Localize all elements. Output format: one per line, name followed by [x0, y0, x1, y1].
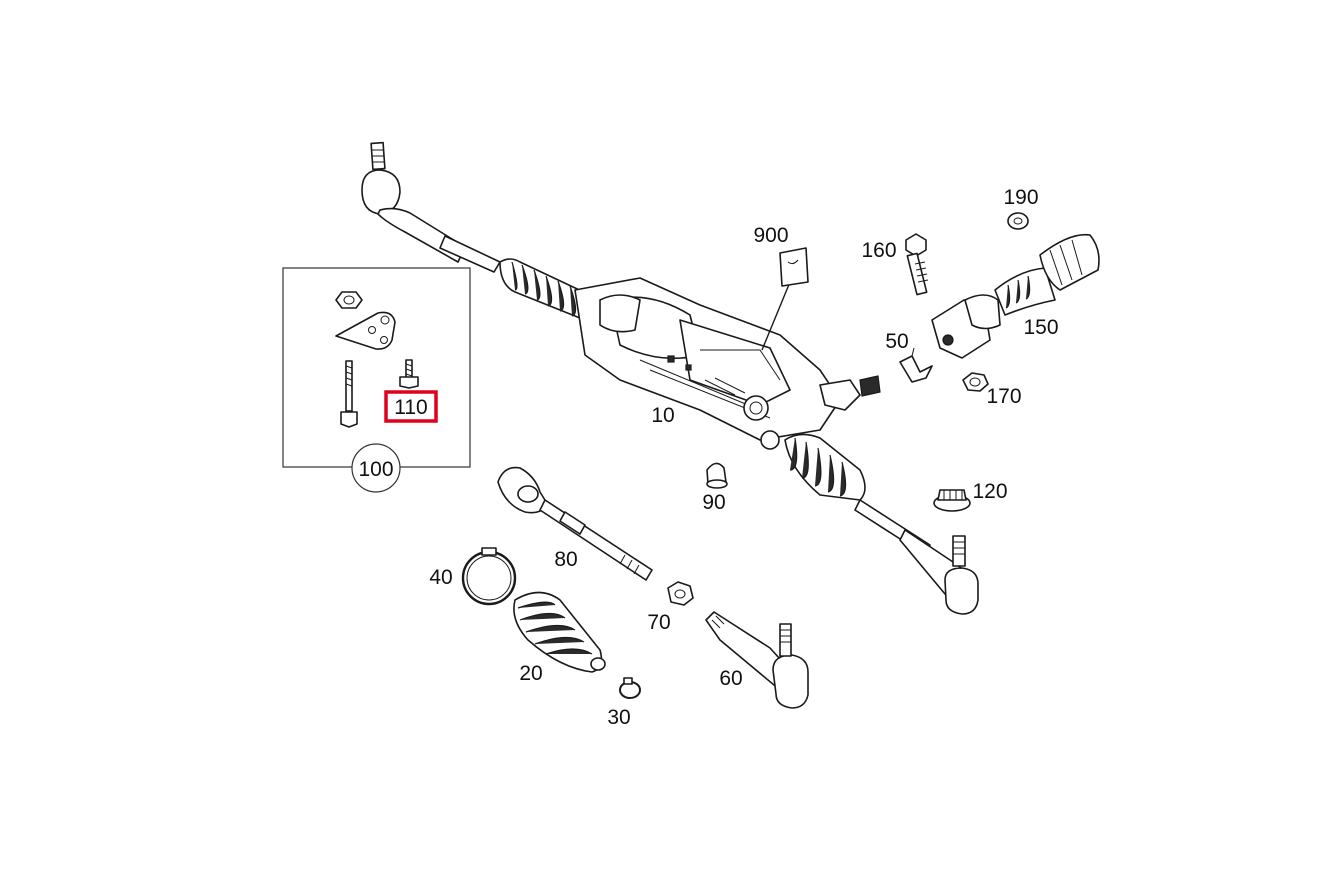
kit-plate-illustration	[335, 311, 396, 350]
universal-joint-150-illustration	[931, 233, 1100, 359]
small-clamp-30-illustration	[619, 677, 641, 699]
label-tag-900-illustration	[779, 247, 809, 287]
callout-100-circle	[351, 443, 401, 493]
tie-rod-end-60-illustration	[705, 611, 809, 709]
steering-rack-illustration	[361, 141, 979, 615]
bolt-160-illustration	[905, 233, 929, 296]
callout-40[interactable]: 40	[429, 566, 452, 589]
callout-900[interactable]: 900	[753, 224, 788, 247]
plug-90-illustration	[706, 462, 728, 489]
callout-labels: 10 20 30 40 50 60 70 80 90 120 150 160 1…	[429, 186, 1058, 729]
callout-60[interactable]: 60	[719, 667, 742, 690]
kit-100-box: 110 100	[282, 267, 471, 493]
callout-150[interactable]: 150	[1023, 316, 1058, 339]
rack-housing	[574, 277, 881, 450]
right-tie-rod-end	[854, 499, 979, 615]
callout-160[interactable]: 160	[861, 239, 896, 262]
callout-90[interactable]: 90	[702, 491, 725, 514]
nut-70-illustration	[667, 581, 694, 606]
washer-190-illustration	[1007, 212, 1029, 230]
kit-nut-illustration	[335, 291, 363, 309]
clip-50-illustration	[899, 347, 933, 383]
callout-100[interactable]: 100	[358, 458, 393, 481]
callout-20[interactable]: 20	[519, 662, 542, 685]
callout-170[interactable]: 170	[986, 385, 1021, 408]
bellow-20-illustration	[513, 591, 606, 673]
callout-190[interactable]: 190	[1003, 186, 1038, 209]
callout-30[interactable]: 30	[607, 706, 630, 729]
kit-long-bolt-illustration	[340, 360, 358, 428]
right-rack-bellow	[784, 433, 866, 501]
nut-120-illustration	[933, 489, 971, 512]
left-tie-rod-end	[361, 141, 501, 273]
callout-110[interactable]: 110	[394, 396, 427, 419]
nut-170-illustration	[962, 372, 989, 392]
callout-50[interactable]: 50	[885, 330, 908, 353]
callout-80[interactable]: 80	[554, 548, 577, 571]
clamp-ring-40-illustration	[461, 547, 517, 606]
inner-tie-rod-80-illustration	[497, 466, 653, 581]
kit-short-bolt-illustration	[399, 359, 419, 389]
highlight-frame-110	[384, 390, 438, 423]
callout-120[interactable]: 120	[972, 480, 1007, 503]
left-rack-bellow	[499, 258, 596, 323]
callout-10[interactable]: 10	[651, 404, 674, 427]
callout-70[interactable]: 70	[647, 611, 670, 634]
